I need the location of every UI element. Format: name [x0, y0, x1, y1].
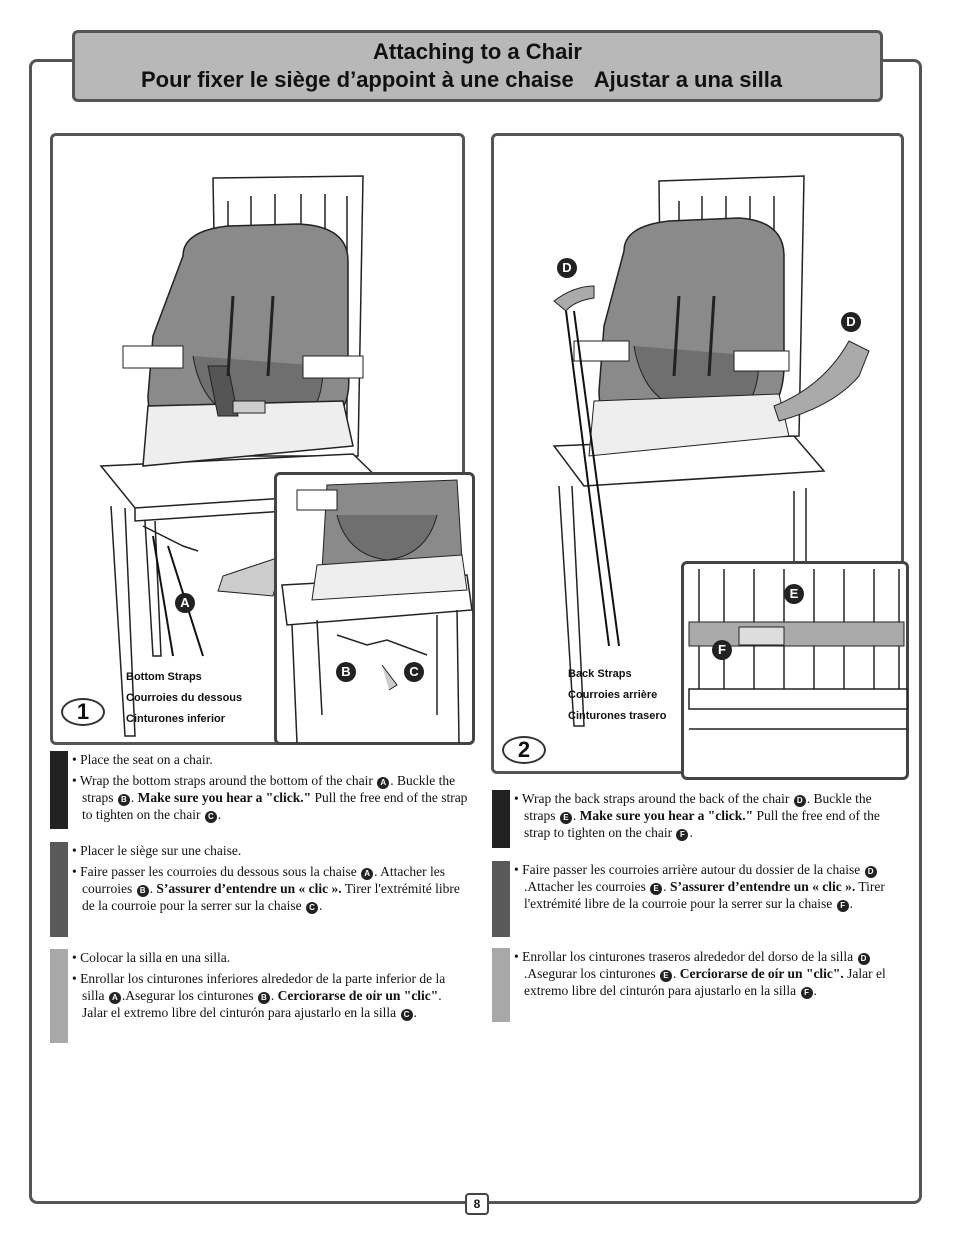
chair-back-straps-illustration [552, 175, 870, 727]
instruction-item: • Enrollar los cinturones traseros alred… [514, 949, 886, 999]
callout-a-icon: A [377, 777, 390, 789]
callout-b-icon: B [257, 992, 270, 1004]
instruction-item: • Enrollar los cinturones inferiores alr… [72, 971, 446, 1021]
language-bar-french [492, 861, 510, 937]
instruction-item: • Wrap the bottom straps around the bott… [72, 773, 468, 823]
callout-d-icon: D [864, 866, 877, 878]
instruction-item: • Wrap the back straps around the back o… [514, 791, 880, 841]
callout-b-icon: B [117, 794, 130, 806]
callout-d-icon: D [793, 795, 806, 807]
callout-a-icon: A [361, 868, 374, 880]
language-bar-french [50, 842, 68, 937]
callout-e: E [784, 584, 804, 604]
callout-c-icon: C [204, 811, 217, 823]
instruction-item: • Colocar la silla en una silla. [72, 950, 231, 965]
back-buckle-detail-illustration [688, 569, 908, 730]
callout-e-icon: E [650, 883, 663, 895]
callout-c-icon: C [306, 902, 319, 914]
callout-f: F [712, 640, 732, 660]
callout-a: A [175, 593, 195, 613]
step2-number: 2 [502, 736, 546, 764]
language-bar-english [492, 790, 510, 848]
callout-b-icon: B [136, 885, 149, 897]
label-back-straps-en: Back Straps [568, 668, 632, 680]
label-bottom-straps-es: Cinturones inferior [126, 713, 226, 725]
callout-c: C [404, 662, 424, 682]
instruction-item: • Placer le siège sur une chaise. [72, 843, 242, 858]
callout-f-icon: F [676, 829, 689, 841]
callout-b: B [336, 662, 356, 682]
label-back-straps-es: Cinturones trasero [568, 710, 667, 722]
callout-d-left: D [557, 258, 577, 278]
language-bar-spanish [492, 948, 510, 1022]
back-straps-labels: Back Straps Courroies arrière Cinturones… [568, 664, 666, 727]
instruction-item: • Place the seat on a chair. [72, 752, 213, 767]
label-bottom-straps-fr: Courroies du dessous [126, 692, 243, 704]
title-english: Attaching to a Chair [372, 39, 582, 64]
title-spanish: Ajustar a una silla [593, 67, 783, 92]
callout-f-icon: F [836, 900, 849, 912]
callout-e-icon: E [559, 812, 572, 824]
step1-number: 1 [61, 698, 105, 726]
language-bar-spanish [50, 949, 68, 1043]
title-banner: Attaching to a Chair Pour fixer le siège… [72, 30, 883, 102]
callout-d-right: D [841, 312, 861, 332]
title-french: Pour fixer le siège d’appoint à une chai… [141, 67, 574, 92]
label-back-straps-fr: Courroies arrière [568, 689, 658, 701]
callout-f-icon: F [800, 987, 813, 999]
callout-a-icon: A [108, 992, 121, 1004]
callout-d-icon: D [857, 953, 870, 965]
step1-inset-detail: B C [274, 472, 475, 745]
language-bar-english [50, 751, 68, 829]
chair-with-booster-illustration [99, 175, 393, 737]
bottom-straps-labels: Bottom Straps Courroies du dessous Cintu… [126, 667, 242, 730]
page-number: 8 [465, 1193, 489, 1215]
callout-e-icon: E [659, 970, 672, 982]
bottom-buckle-detail-illustration [281, 479, 473, 744]
label-bottom-straps-en: Bottom Straps [126, 671, 202, 683]
callout-c-icon: C [400, 1009, 413, 1021]
instruction-item: • Faire passer les courroies du dessous … [72, 864, 460, 914]
step2-inset-detail: E F [681, 561, 909, 780]
instruction-item: • Faire passer les courroies arrière aut… [514, 862, 885, 912]
